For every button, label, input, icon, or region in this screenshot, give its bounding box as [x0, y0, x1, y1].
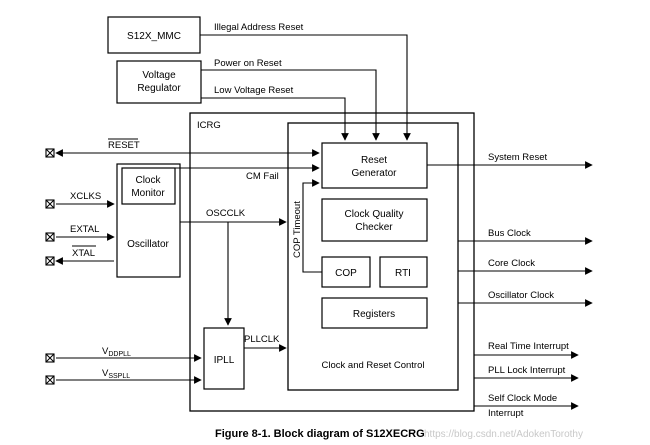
pllclk-label: PLLCLK [244, 334, 280, 345]
voltage-regulator-label-2: Regulator [137, 83, 181, 94]
extal-label: EXTAL [70, 224, 99, 235]
registers-label: Registers [353, 309, 395, 320]
clock-quality-checker-block [321, 198, 428, 242]
xtal-pin-cross [45, 256, 55, 266]
clock-monitor-block [121, 167, 176, 205]
icrg-label: ICRG [197, 120, 221, 131]
vddpll-label: VDDPLL [102, 346, 131, 358]
registers-block [321, 297, 428, 329]
vddpll-sub: DDPLL [108, 351, 131, 358]
clock-monitor-label-2: Monitor [131, 188, 165, 199]
low-voltage-reset-label: Low Voltage Reset [214, 85, 294, 96]
reset-pin-label: RESET [108, 140, 140, 151]
reset-generator-label-1: Reset [361, 155, 387, 166]
clock-quality-checker-label-2: Checker [355, 222, 393, 233]
mmc-block [107, 16, 201, 54]
extal-pin-cross [45, 232, 55, 242]
vddpll-pin-cross [45, 353, 55, 363]
clock-quality-checker-label-1: Clock Quality [345, 209, 404, 220]
reset-pin-cross [45, 148, 55, 158]
self-clock-mode-label: Self Clock Mode [488, 393, 557, 404]
cop-timeout-wire [302, 179, 322, 273]
vsspll-main: V [102, 368, 109, 379]
cop-timeout-label: COP Timeout [292, 201, 303, 258]
voltage-regulator-block [116, 60, 202, 104]
rti-block [379, 256, 428, 288]
oscillator-clock-label: Oscillator Clock [488, 290, 554, 301]
rti-label: RTI [395, 268, 411, 279]
real-time-interrupt-label: Real Time Interrupt [488, 341, 569, 352]
clock-monitor-label-1: Clock [135, 175, 161, 186]
xclks-pin-cross [45, 199, 55, 209]
system-reset-label: System Reset [488, 152, 547, 163]
mmc-label: S12X_MMC [127, 31, 181, 42]
reset-generator-label-2: Generator [351, 168, 397, 179]
illegal-address-reset-wire [200, 34, 411, 141]
cm-fail-label: CM Fail [246, 171, 279, 182]
interrupt-label: Interrupt [488, 408, 524, 419]
core-clock-label: Core Clock [488, 258, 535, 269]
oscillator-label: Oscillator [127, 239, 169, 250]
watermark: https://blog.csdn.net/AdokenTorothy [424, 429, 583, 440]
ipll-label: IPLL [214, 355, 235, 366]
xtal-label: XTAL [72, 248, 95, 259]
vsspll-pin-cross [45, 375, 55, 385]
reset-generator-block [321, 142, 428, 189]
power-on-reset-label: Power on Reset [214, 58, 282, 69]
low-voltage-reset-wire [201, 97, 349, 141]
oscclk-label: OSCCLK [206, 208, 246, 219]
vddpll-main: V [102, 346, 109, 357]
figure-caption: Figure 8-1. Block diagram of S12XECRG [215, 428, 425, 440]
ipll-block [203, 327, 245, 390]
bus-clock-label: Bus Clock [488, 228, 531, 239]
icrg-frame [189, 112, 475, 412]
pll-lock-interrupt-label: PLL Lock Interrupt [488, 365, 566, 376]
clock-reset-control-frame [287, 122, 459, 391]
vsspll-label: VSSPLL [102, 368, 130, 380]
illegal-address-reset-label: Illegal Address Reset [214, 22, 304, 33]
xclks-label: XCLKS [70, 191, 101, 202]
cop-label: COP [335, 268, 357, 279]
vsspll-sub: SSPLL [108, 373, 130, 380]
power-on-reset-wire [201, 69, 380, 141]
voltage-regulator-label-1: Voltage [142, 70, 176, 81]
clock-reset-control-label: Clock and Reset Control [322, 360, 425, 371]
